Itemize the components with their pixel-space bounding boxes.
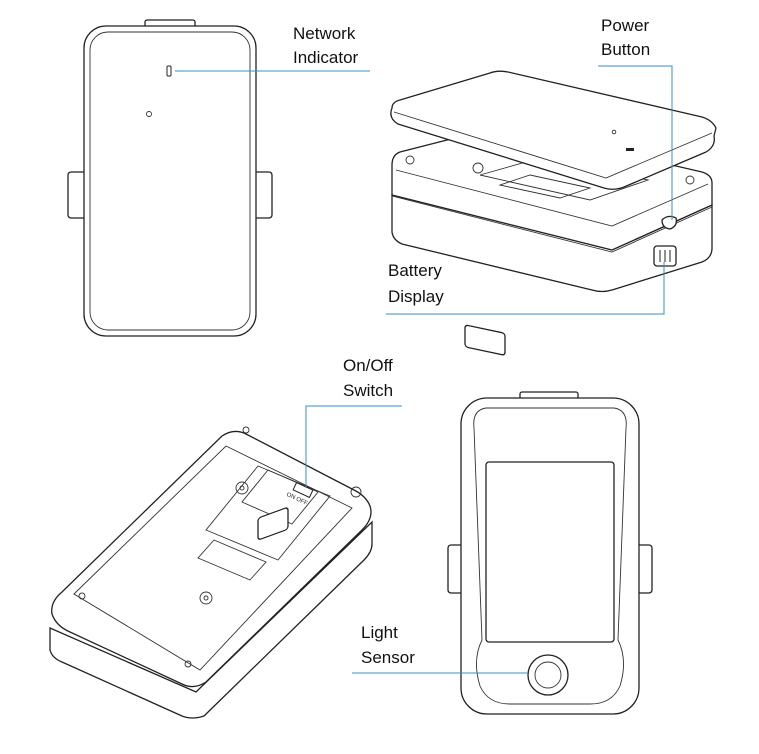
on-off-switch-label-line2: Switch bbox=[343, 381, 393, 400]
device-front-view bbox=[447, 391, 653, 715]
screw-boss-2 bbox=[472, 162, 484, 174]
leader-on-off-switch bbox=[305, 405, 402, 488]
shell-top-edge bbox=[395, 169, 709, 227]
light-sensor bbox=[534, 661, 562, 689]
light-sensor-label-line2: Sensor bbox=[361, 648, 415, 667]
left-side-clip bbox=[67, 171, 87, 219]
front-clip bbox=[464, 324, 506, 356]
leader-power-button bbox=[598, 65, 673, 220]
power-button-label-line1: Power bbox=[601, 16, 650, 35]
on-off-switch-label-line1: On/Off bbox=[343, 356, 393, 375]
internal-compartment bbox=[479, 157, 650, 201]
underside-clip bbox=[257, 507, 289, 540]
pinhole bbox=[146, 111, 152, 117]
light-sensor-label-line1: Light bbox=[361, 623, 398, 642]
device-back-body bbox=[83, 25, 257, 337]
leader-battery-display bbox=[386, 262, 665, 315]
battery-display-label-line1: Battery bbox=[388, 261, 442, 280]
shell-seam bbox=[391, 195, 713, 253]
device-back-view bbox=[67, 19, 273, 337]
display-screen bbox=[485, 461, 615, 643]
network-indicator-label-line2: Indicator bbox=[293, 48, 359, 67]
screw-boss-1 bbox=[405, 155, 415, 165]
power-button-label-line2: Button bbox=[601, 40, 650, 59]
device-underside-view: ON OFF bbox=[49, 426, 373, 719]
leader-lines bbox=[175, 65, 673, 674]
underside-screw-1 bbox=[235, 481, 249, 495]
device-exploded-view bbox=[390, 70, 717, 356]
base-lower-shell bbox=[391, 194, 713, 293]
lid-pinhole bbox=[611, 129, 617, 135]
lid-edge bbox=[393, 111, 713, 179]
sim-slot-area bbox=[498, 174, 592, 199]
device-back-inner-edge bbox=[89, 31, 251, 331]
network-indicator-led bbox=[166, 65, 172, 77]
labels: Network Indicator Power Button Battery D… bbox=[293, 16, 650, 667]
top-lid bbox=[390, 70, 717, 190]
underside-screw-3 bbox=[350, 486, 362, 498]
underside-screw-2 bbox=[199, 591, 213, 605]
battery-display-label-line2: Display bbox=[388, 287, 444, 306]
screw-boss-3 bbox=[685, 175, 695, 185]
power-button bbox=[661, 215, 678, 230]
network-indicator-label-line1: Network bbox=[293, 24, 356, 43]
underside-lower-band bbox=[49, 520, 373, 719]
on-off-switch bbox=[292, 481, 314, 499]
sim-tray bbox=[197, 539, 267, 581]
underside-main-face bbox=[51, 430, 372, 688]
light-sensor-ring bbox=[527, 654, 569, 696]
underside-inner-rim bbox=[73, 445, 353, 671]
lid-led-slot bbox=[626, 148, 634, 151]
front-bezel bbox=[473, 407, 627, 705]
right-side-clip bbox=[253, 171, 273, 219]
